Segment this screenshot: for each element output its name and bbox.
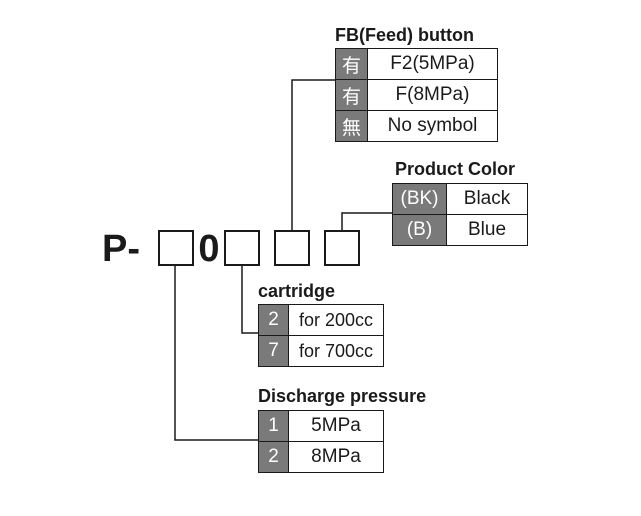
model-prefix: P- — [102, 228, 140, 270]
product-color-table: (BK) Black (B) Blue — [392, 183, 528, 246]
option-code: 有 — [335, 48, 368, 80]
table-row: (BK) Black — [392, 183, 528, 215]
pressure-slot — [158, 230, 194, 266]
table-row: 無 No symbol — [335, 110, 498, 142]
option-desc: No symbol — [367, 110, 498, 142]
cartridge-title: cartridge — [258, 281, 336, 301]
table-row: 2 8MPa — [258, 441, 384, 473]
cartridge-connector — [241, 266, 258, 334]
option-desc: Black — [446, 183, 528, 215]
cartridge-slot — [224, 230, 260, 266]
cartridge-table: 2 for 200cc 7 for 700cc — [258, 304, 384, 367]
option-code: (BK) — [392, 183, 447, 215]
table-row: (B) Blue — [392, 214, 528, 246]
table-row: 7 for 700cc — [258, 335, 384, 367]
fb-button-title: FB(Feed) button — [335, 25, 474, 45]
option-desc: Blue — [446, 214, 528, 246]
table-row: 有 F(8MPa) — [335, 79, 498, 111]
color-slot — [324, 230, 360, 266]
option-code: 1 — [258, 410, 289, 442]
product-color-title: Product Color — [395, 159, 515, 179]
fb-button-slot — [274, 230, 310, 266]
fb-button-connector — [291, 79, 335, 230]
option-desc: F(8MPa) — [367, 79, 498, 111]
option-desc: for 700cc — [288, 335, 384, 367]
option-code: 2 — [258, 304, 289, 336]
option-code: 無 — [335, 110, 368, 142]
option-code: 7 — [258, 335, 289, 367]
fixed-digit: 0 — [198, 228, 220, 270]
fb-button-table: 有 F2(5MPa) 有 F(8MPa) 無 No symbol — [335, 48, 498, 142]
option-code: 有 — [335, 79, 368, 111]
option-desc: 5MPa — [288, 410, 384, 442]
discharge-pressure-table: 1 5MPa 2 8MPa — [258, 410, 384, 473]
option-desc: F2(5MPa) — [367, 48, 498, 80]
option-desc: 8MPa — [288, 441, 384, 473]
discharge-pressure-connector — [174, 266, 258, 441]
product-color-connector — [341, 212, 392, 230]
option-desc: for 200cc — [288, 304, 384, 336]
discharge-pressure-title: Discharge pressure — [258, 386, 427, 406]
table-row: 1 5MPa — [258, 410, 384, 442]
table-row: 有 F2(5MPa) — [335, 48, 498, 80]
table-row: 2 for 200cc — [258, 304, 384, 336]
option-code: (B) — [392, 214, 447, 246]
option-code: 2 — [258, 441, 289, 473]
